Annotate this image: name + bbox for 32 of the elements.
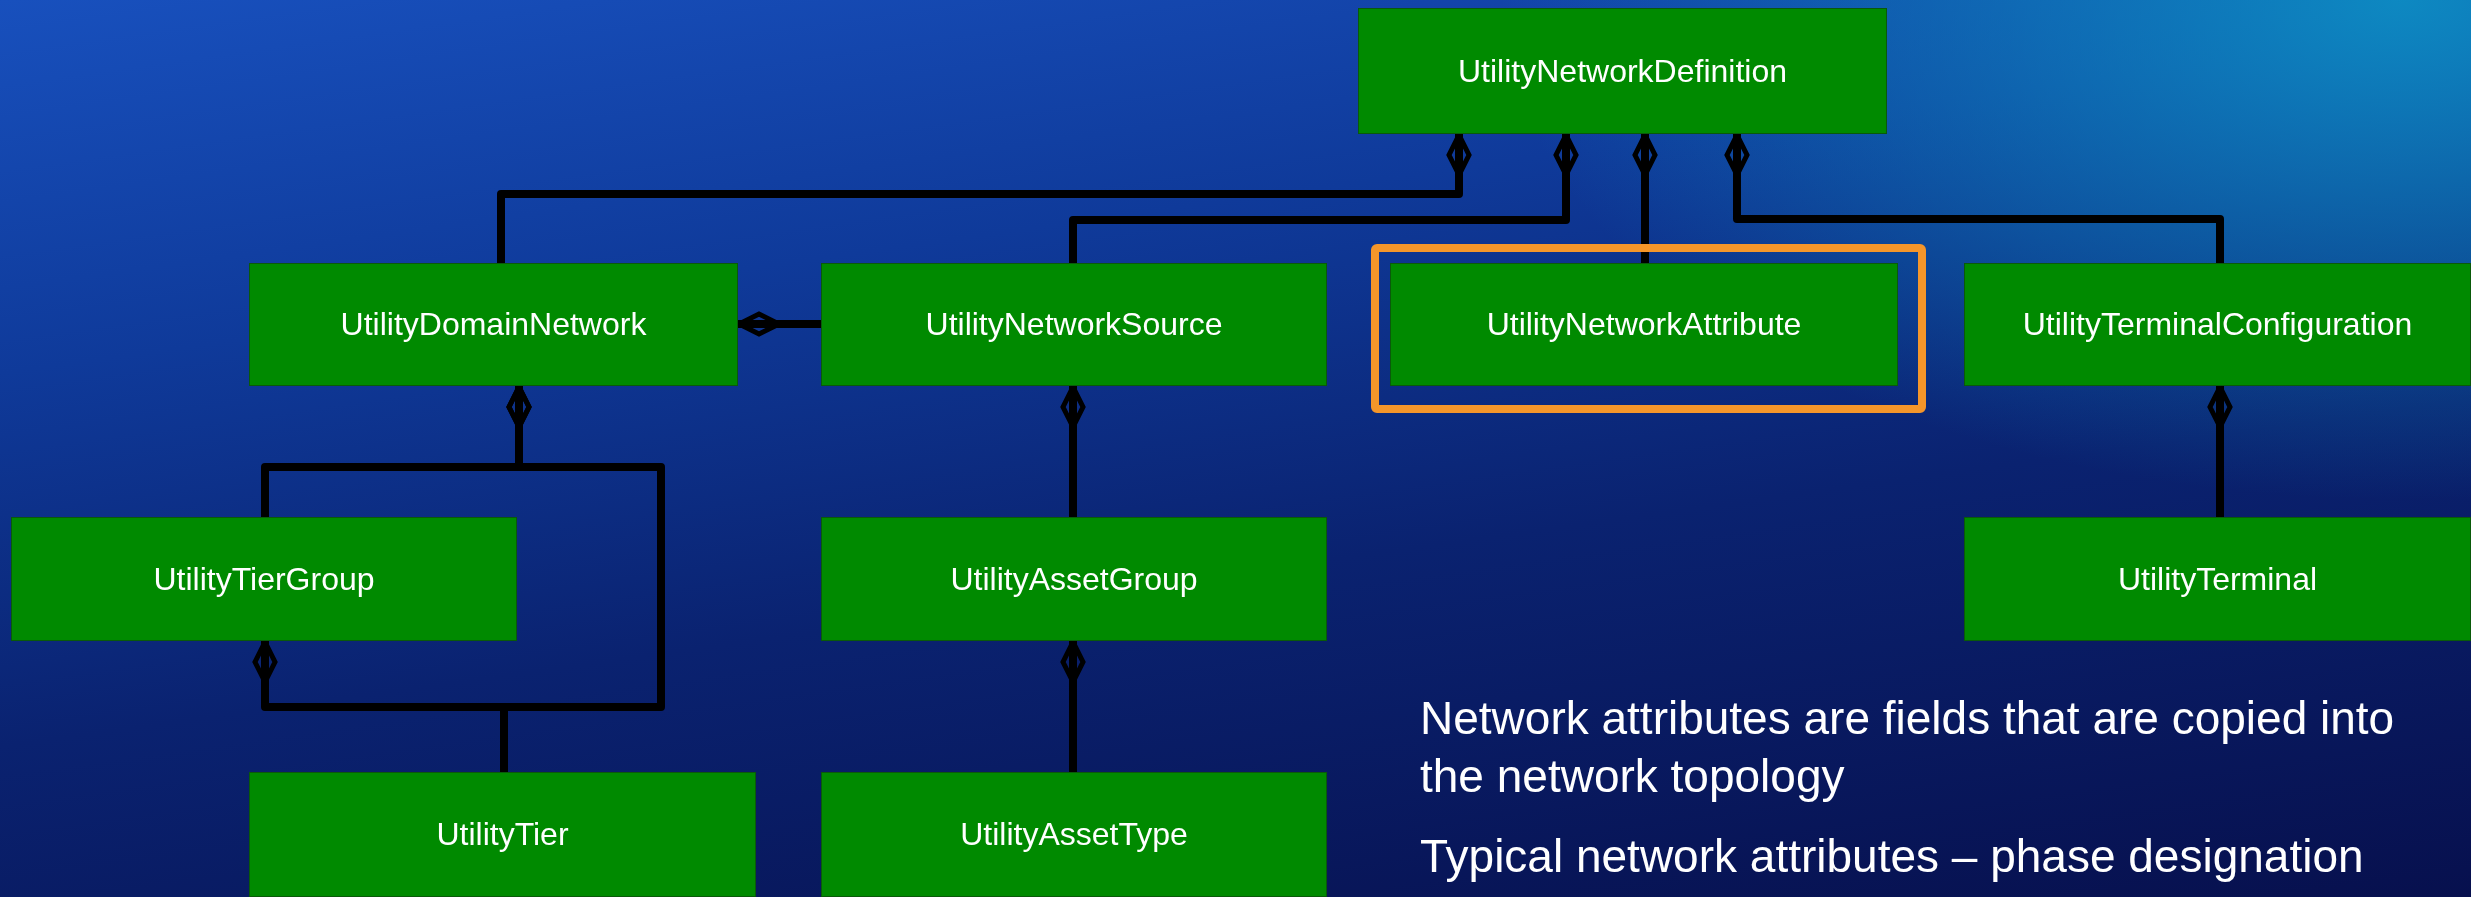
class-name: UtilityAssetGroup [950, 560, 1198, 598]
composition-connector [252, 639, 508, 772]
class-name: UtilityTerminal [2117, 560, 2318, 598]
class-box [249, 263, 738, 386]
composition-connector [1060, 639, 1086, 772]
class-name: UtilityDomainNetwork [340, 306, 647, 343]
class-name: UtilityNetworkDefinition [1458, 52, 1787, 90]
class-name: UtilityNetworkSource [925, 306, 1223, 343]
composition-connector [1632, 132, 1658, 263]
class-box [1964, 517, 2471, 641]
note-text: Network attributes are fields that are copied into the network topology [1420, 691, 2396, 804]
composition-connector [736, 311, 821, 337]
class-box [11, 517, 517, 641]
class-name: UtilityAssetType [960, 816, 1188, 853]
class-name: UtilityNetworkAttribute [1486, 306, 1802, 343]
class-box [249, 772, 756, 897]
highlight-frame [1371, 244, 1926, 413]
class-name: UtilityTierGroup [153, 560, 375, 598]
class-box [821, 772, 1327, 897]
composition-connector [497, 132, 1472, 263]
composition-connector [2207, 384, 2233, 517]
class-box [1964, 263, 2471, 386]
class-box [1390, 263, 1898, 386]
class-name: UtilityTerminalConfiguration [2022, 306, 2413, 343]
composition-connector [1069, 132, 1579, 263]
composition-connector [1724, 132, 2224, 263]
class-box [821, 263, 1327, 386]
note-text: Typical network attributes – phase designation [1420, 829, 2365, 884]
composition-connector [1060, 384, 1086, 517]
class-name: UtilityTier [436, 816, 569, 853]
class-box [821, 517, 1327, 641]
class-box [1358, 8, 1887, 134]
